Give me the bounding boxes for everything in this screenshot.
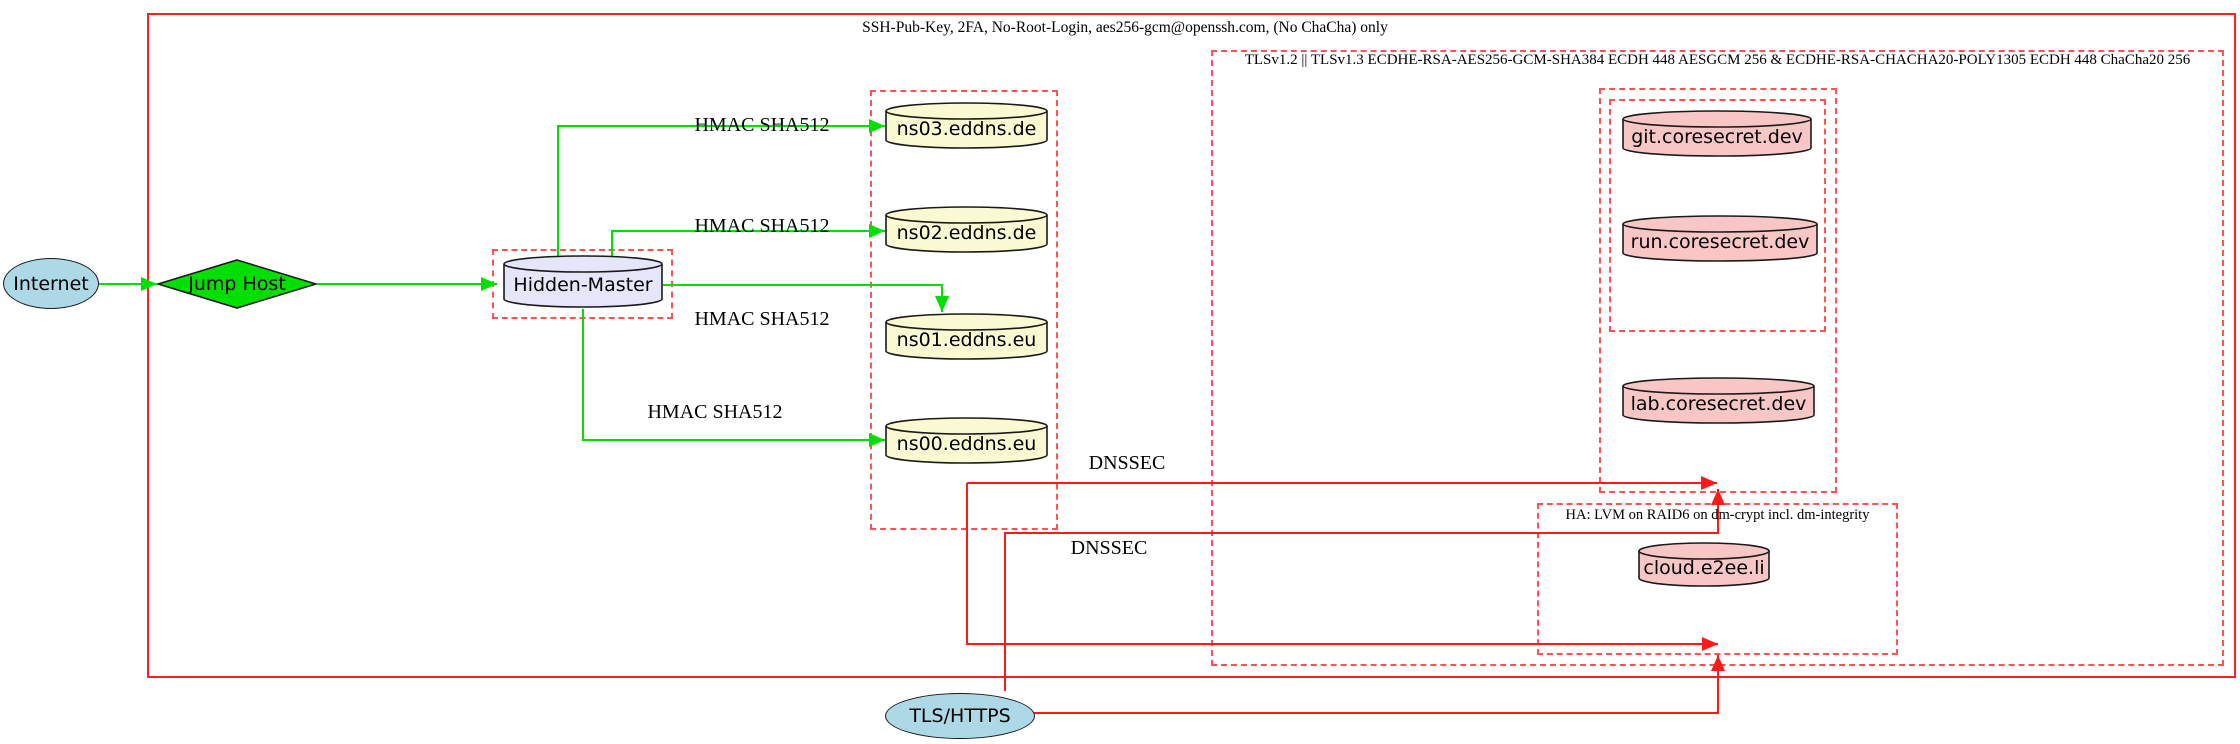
node-lab-coresecret-label: lab.coresecret.dev [1630,393,1807,415]
node-run-coresecret-label: run.coresecret.dev [1630,231,1810,253]
edge-label-hmac-ns03: HMAC SHA512 [694,114,830,136]
node-jump-host: Jump Host [157,259,317,309]
cluster-coresecret-inner-box [1609,99,1826,332]
node-ns03-label: ns03.eddns.de [896,118,1037,140]
node-ns02: ns02.eddns.de [885,206,1048,253]
edge-hiddenmaster-ns01 [663,284,949,312]
node-ns02-label: ns02.eddns.de [896,222,1037,244]
diamond-shape-icon [157,259,317,309]
node-run-coresecret: run.coresecret.dev [1622,215,1818,262]
edge-tlshttps-lab [1004,489,1725,691]
edge-ns00-cloud-dnssec [966,483,1718,651]
node-jump-host-label: Jump Host [188,273,286,295]
edge-label-dnssec-2: DNSSEC [1070,537,1148,559]
node-ns00-label: ns00.eddns.eu [896,433,1037,455]
node-internet-label: Internet [13,272,89,295]
cluster-ssh-box [147,13,2236,678]
cluster-ssh-label: SSH-Pub-Key, 2FA, No-Root-Login, aes256-… [862,19,1388,36]
cluster-tls-label: TLSv1.2 || TLSv1.3 ECDHE-RSA-AES256-GCM-… [1244,52,2191,68]
edge-label-hmac-ns01: HMAC SHA512 [694,308,830,330]
node-cloud-e2ee-label: cloud.e2ee.li [1643,557,1765,579]
edge-label-dnssec-1: DNSSEC [1088,452,1166,474]
node-ns00: ns00.eddns.eu [885,417,1048,464]
edge-label-hmac-ns02: HMAC SHA512 [694,215,830,237]
node-git-coresecret: git.coresecret.dev [1622,110,1812,157]
node-tls-https: TLS/HTTPS [885,693,1035,739]
edge-label-hmac-ns00: HMAC SHA512 [647,401,783,423]
edge-hiddenmaster-ns00 [582,309,885,447]
node-internet: Internet [3,258,99,309]
node-ns03: ns03.eddns.de [885,102,1048,149]
node-hidden-master-label: Hidden-Master [513,274,653,296]
node-ns01-label: ns01.eddns.eu [896,329,1037,351]
node-cloud-e2ee: cloud.e2ee.li [1638,542,1770,587]
node-lab-coresecret: lab.coresecret.dev [1622,377,1815,424]
node-hidden-master: Hidden-Master [503,255,663,308]
node-git-coresecret-label: git.coresecret.dev [1631,126,1803,148]
cluster-dns-box [870,90,1058,530]
edge-hiddenmaster-ns03 [557,119,885,258]
node-tls-https-label: TLS/HTTPS [909,705,1011,727]
edge-hiddenmaster-ns02 [611,224,885,258]
cluster-ha-label: HA: LVM on RAID6 on dm-crypt incl. dm-in… [1565,507,1870,523]
node-ns01: ns01.eddns.eu [885,313,1048,360]
edge-tlshttps-cloud [1033,655,1725,714]
